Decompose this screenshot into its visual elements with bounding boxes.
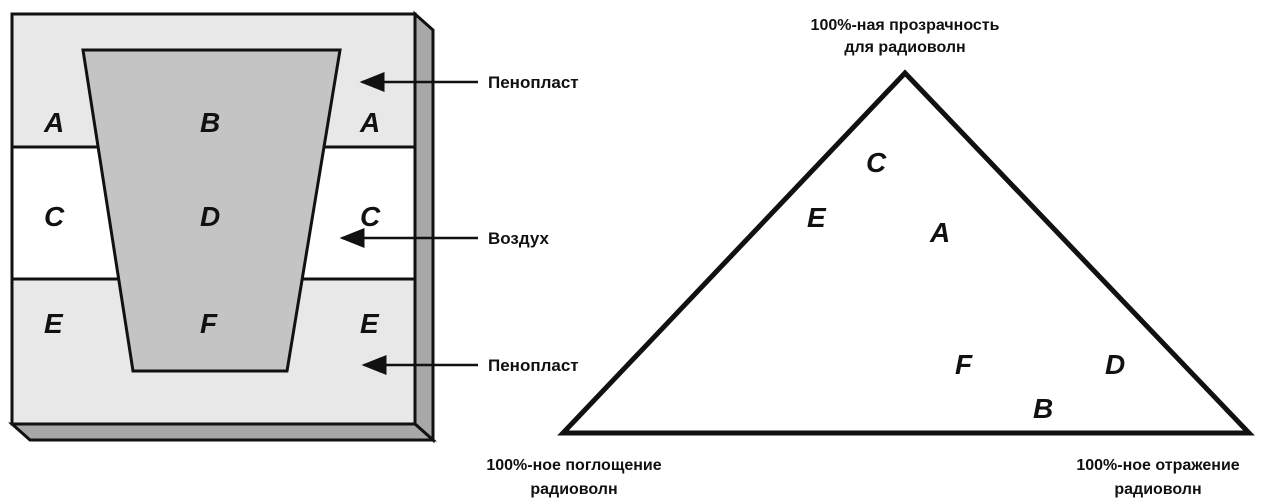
triangle-point-d: D bbox=[1105, 349, 1125, 380]
block-frame bbox=[10, 12, 417, 426]
triangle-outline bbox=[557, 69, 1255, 436]
zone-letter-mid-left: C bbox=[44, 201, 65, 232]
top-corner-label-line2: для радиоволн bbox=[844, 39, 965, 56]
label-air: Воздух bbox=[488, 229, 550, 248]
triangle-point-e: E bbox=[807, 202, 827, 233]
triangle-point-c: C bbox=[866, 147, 887, 178]
triangle-point-b: B bbox=[1033, 393, 1053, 424]
zone-letter-bot-center: F bbox=[200, 308, 218, 339]
zone-letter-mid-center: D bbox=[200, 201, 220, 232]
trapezoid-wedge bbox=[81, 48, 342, 373]
triangle-point-a: A bbox=[929, 217, 950, 248]
block-shadow-bottom bbox=[8, 422, 437, 442]
label-bottom-foam: Пенопласт bbox=[488, 356, 579, 375]
zone-letter-top-right: A bbox=[359, 107, 380, 138]
left-corner-label-line2: радиоволн bbox=[530, 481, 617, 498]
triangle-point-f: F bbox=[955, 349, 973, 380]
block-shadow-right bbox=[413, 10, 435, 444]
right-corner-label-line1: 100%-ное отражение bbox=[1076, 457, 1239, 474]
zone-letter-top-center: B bbox=[200, 107, 220, 138]
zone-letter-top-left: A bbox=[43, 107, 64, 138]
layered-block: A B A C D C E F E bbox=[8, 10, 437, 444]
triangle-corner-labels: 100%-ная прозрачность для радиоволн 100%… bbox=[486, 17, 1239, 498]
left-corner-label-line1: 100%-ное поглощение bbox=[486, 457, 661, 474]
performance-triangle: C E A F D B bbox=[557, 69, 1255, 436]
right-corner-label-line2: радиоволн bbox=[1114, 481, 1201, 498]
zone-letter-bot-right: E bbox=[360, 308, 380, 339]
zone-letter-mid-right: C bbox=[360, 201, 381, 232]
zone-letter-bot-left: E bbox=[44, 308, 64, 339]
label-top-foam: Пенопласт bbox=[488, 73, 579, 92]
layer-callouts: Пенопласт Воздух Пенопласт bbox=[339, 72, 579, 375]
top-corner-label-line1: 100%-ная прозрачность bbox=[811, 17, 1000, 34]
